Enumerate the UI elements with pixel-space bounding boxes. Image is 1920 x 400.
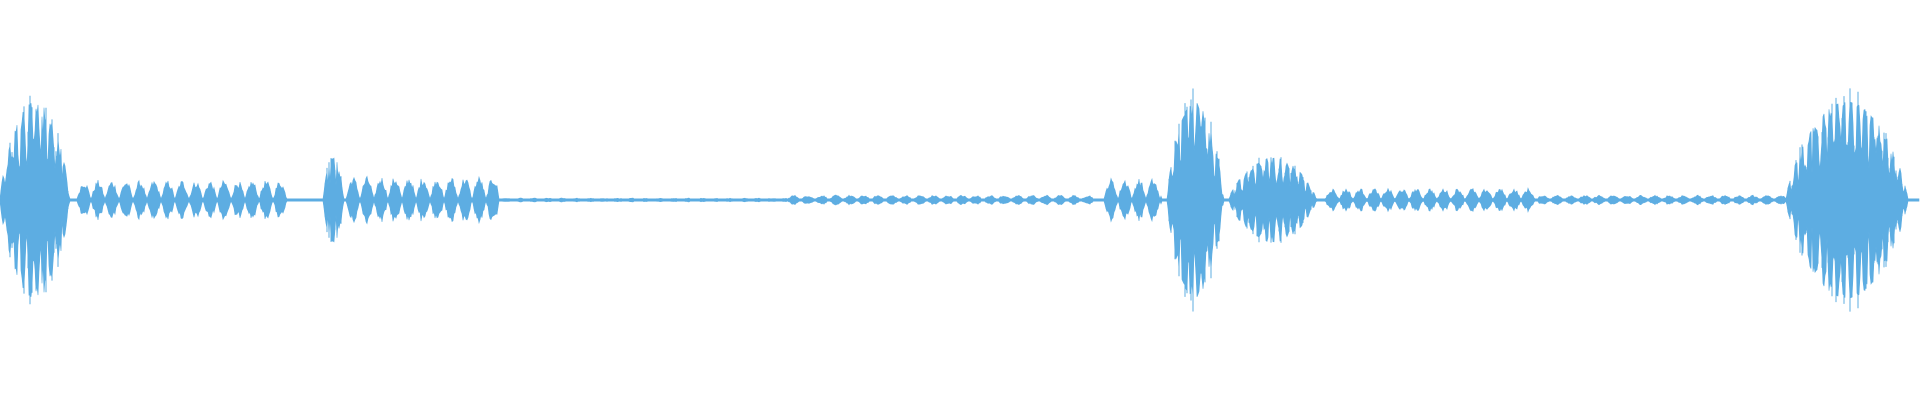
waveform-shape — [0, 101, 1920, 299]
waveform-bars — [0, 88, 1920, 312]
